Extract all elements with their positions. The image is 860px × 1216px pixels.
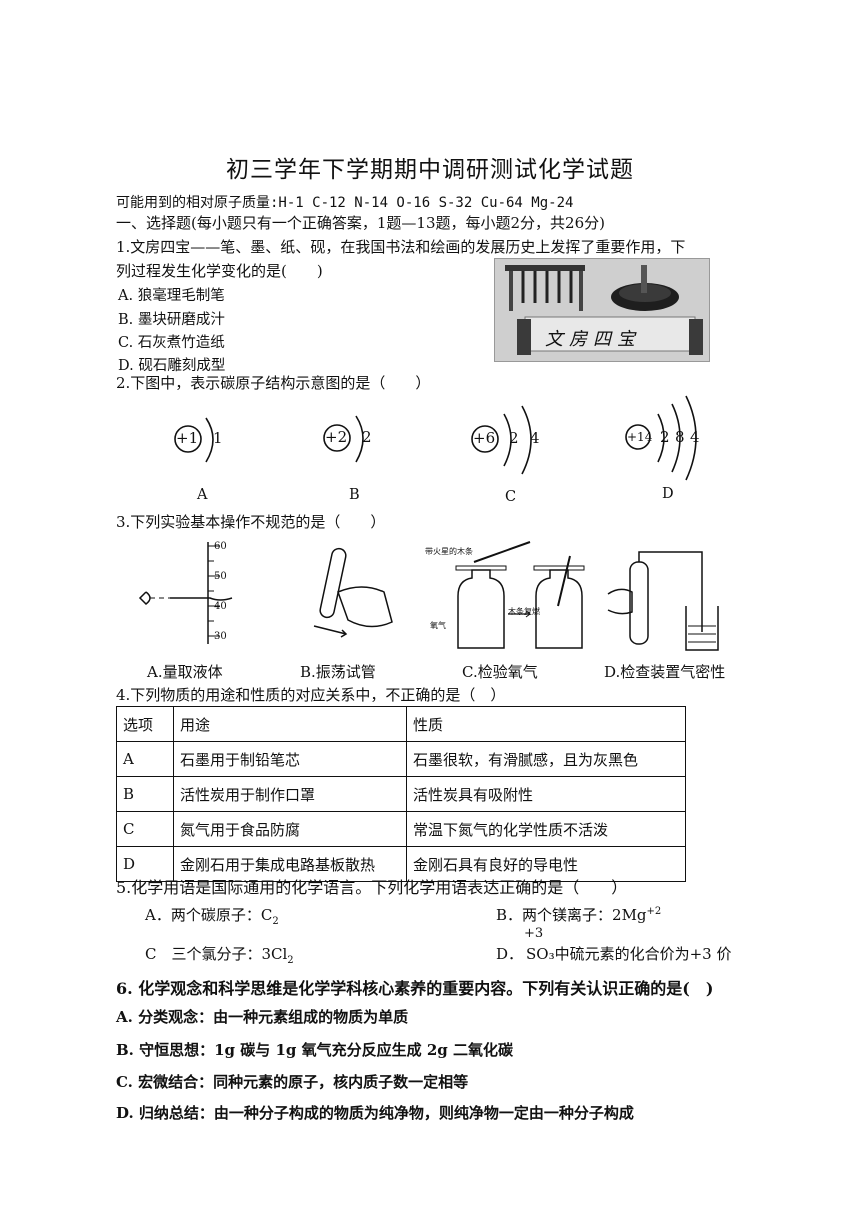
lab-operations-figure — [138, 541, 719, 651]
shell-c-2: 4 — [530, 429, 540, 447]
q5-option-c: C 三个氯分子：3Cl2 — [145, 945, 294, 966]
header-option: 选项 — [116, 706, 174, 742]
photo-caption: 文房四宝 — [545, 329, 641, 350]
q3-label-b: B.振荡试管 — [300, 663, 376, 681]
header-property: 性质 — [406, 706, 686, 742]
row-option: C — [116, 811, 174, 847]
nucleus-circle — [323, 424, 351, 452]
electron-shell-arc — [657, 413, 665, 463]
shell-a-1: 1 — [213, 429, 223, 447]
row-usage: 氮气用于食品防腐 — [173, 811, 407, 847]
q6-option-d: D. 归纳总结：由一种分子构成的物质为纯净物，则纯净物一定由一种分子构成 — [116, 1104, 634, 1122]
atomic-masses: 可能用到的相对原子质量:H-1 C-12 N-14 O-16 S-32 Cu-6… — [116, 195, 574, 211]
airtightness-apparatus — [607, 551, 719, 651]
tick-50: 50 — [214, 571, 227, 582]
atom-diagram-b — [323, 415, 364, 463]
nucleus-d: +14 — [627, 430, 653, 444]
oxygen-test-bottles — [455, 541, 585, 649]
q6-option-b: B. 守恒思想：1g 碳与 1g 氧气充分反应生成 2g 二氧化碳 — [116, 1041, 514, 1059]
q3-label-d: D.检查装置气密性 — [604, 663, 726, 681]
tick-60: 60 — [214, 541, 227, 552]
electron-shell-arc — [685, 395, 697, 481]
q6-stem: 6. 化学观念和科学思维是化学学科核心素养的重要内容。下列有关认识正确的是( ) — [116, 979, 714, 998]
hand-icon — [607, 588, 633, 615]
q5-option-b: B．两个镁离子：2Mg+2 — [496, 906, 662, 924]
row-property: 石墨很软，有滑腻感，且为灰黑色 — [406, 741, 686, 777]
q3-label-a: A.量取液体 — [147, 663, 223, 681]
nucleus-circle — [471, 425, 499, 453]
q4-table: 选项 用途 性质 A 石墨用于制铅笔芯 石墨很软，有滑腻感，且为灰黑色 B 活性… — [116, 706, 686, 882]
row-usage: 金刚石用于集成电路基板散热 — [173, 846, 407, 882]
shell-b-1: 2 — [362, 428, 372, 446]
q1-stem-line2: 列过程发生化学变化的是( ) — [116, 262, 323, 280]
page-title: 初三学年下学期期中调研测试化学试题 — [226, 157, 634, 183]
test-tube-hand — [313, 547, 393, 638]
shell-d-1: 2 — [660, 428, 670, 446]
row-option: B — [116, 776, 174, 812]
electron-shell-arc — [205, 417, 214, 463]
label-glowing-splint: 带火星的木条 — [425, 547, 473, 556]
label-oxygen: 氧气 — [430, 621, 446, 630]
electron-shell-arc — [503, 413, 512, 467]
shell-d-3: 4 — [690, 428, 700, 446]
q5-stem: 5.化学用语是国际通用的化学语言。下列化学用语表达正确的是（ ） — [116, 878, 628, 897]
q5-option-d: SO₃中硫元素的化合价为+3 价 — [526, 945, 732, 963]
electron-shell-arc — [355, 415, 364, 463]
q6-option-a: A. 分类观念：由一种元素组成的物质为单质 — [116, 1008, 409, 1026]
q5-option-d-valence: +3 — [524, 926, 544, 941]
eye-icon — [138, 591, 151, 605]
shell-c-1: 2 — [509, 429, 519, 447]
table-row: B 活性炭用于制作口罩 活性炭具有吸附性 — [116, 776, 686, 812]
header-usage: 用途 — [173, 706, 407, 742]
q4-stem: 4.下列物质的用途和性质的对应关系中，不正确的是（ ） — [116, 686, 506, 704]
label-b: B — [349, 487, 360, 503]
table-row: A 石墨用于制铅笔芯 石墨很软，有滑腻感，且为灰黑色 — [116, 741, 686, 777]
nucleus-c: +6 — [473, 429, 496, 447]
table-row: D 金刚石用于集成电路基板散热 金刚石具有良好的导电性 — [116, 846, 686, 882]
nucleus-circle — [625, 424, 651, 450]
electron-shell-arc — [671, 403, 681, 473]
q1-option-b: B. 墨块研磨成汁 — [118, 312, 225, 328]
nucleus-a: +1 — [176, 429, 199, 447]
label-a: A — [197, 487, 208, 503]
atom-diagram-a — [174, 417, 214, 463]
tick-40: 40 — [214, 601, 227, 612]
row-property: 常温下氮气的化学性质不活泼 — [406, 811, 686, 847]
q3-label-c: C.检验氧气 — [462, 663, 538, 681]
hand-icon — [337, 586, 393, 628]
nucleus-circle — [174, 425, 202, 453]
measuring-cylinder — [138, 542, 233, 644]
row-option: A — [116, 741, 174, 777]
electron-shell-arc — [521, 405, 532, 475]
q1-stem-line1: 1.文房四宝——笔、墨、纸、砚，在我国书法和绘画的发展历史上发挥了重要作用，下 — [116, 238, 686, 256]
row-usage: 石墨用于制铅笔芯 — [173, 741, 407, 777]
q1-option-c: C. 石灰煮竹造纸 — [118, 335, 225, 351]
q3-stem: 3.下列实验基本操作不规范的是（ ） — [116, 513, 386, 531]
label-d: D — [662, 486, 674, 502]
q6-option-c: C. 宏微结合：同种元素的原子，核内质子数一定相等 — [116, 1073, 469, 1091]
atom-diagram-c — [471, 405, 532, 475]
table-header-row: 选项 用途 性质 — [116, 706, 686, 742]
label-c: C — [505, 489, 517, 505]
row-usage: 活性炭用于制作口罩 — [173, 776, 407, 812]
label-relight: 木条复燃 — [508, 607, 540, 616]
section-heading: 一、选择题(每小题只有一个正确答案，1题—13题，每小题2分，共26分) — [116, 214, 605, 232]
q1-option-a: A. 狼毫理毛制笔 — [118, 288, 225, 304]
atom-diagram-d — [625, 395, 697, 481]
row-property: 金刚石具有良好的导电性 — [406, 846, 686, 882]
atomic-diagrams — [174, 395, 697, 481]
q1-option-d: D. 砚石雕刻成型 — [118, 358, 226, 374]
table-row: C 氮气用于食品防腐 常温下氮气的化学性质不活泼 — [116, 811, 686, 847]
q2-stem: 2.下图中，表示碳原子结构示意图的是（ ） — [116, 374, 431, 392]
four-treasures-photo: 文房四宝 — [494, 258, 710, 362]
row-option: D — [116, 846, 174, 882]
tick-30: 30 — [214, 631, 227, 642]
shell-d-2: 8 — [675, 428, 685, 446]
nucleus-b: +2 — [325, 428, 348, 446]
q5-option-d-prefix: D． — [496, 945, 524, 963]
row-property: 活性炭具有吸附性 — [406, 776, 686, 812]
q5-option-a: A．两个碳原子：C2 — [145, 906, 279, 927]
arrow-icon — [313, 625, 347, 635]
